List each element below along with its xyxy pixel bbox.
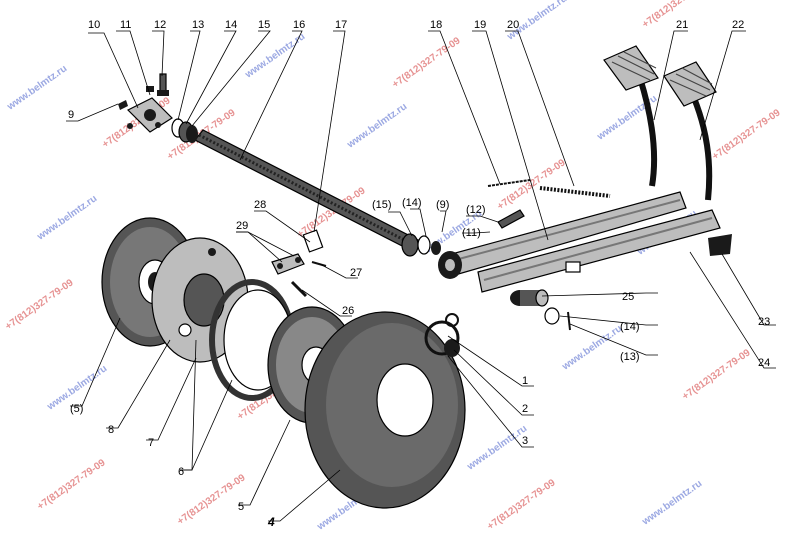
callout-3: 3 — [522, 435, 528, 447]
bushing-25 — [510, 289, 549, 307]
callout-12: 12 — [154, 19, 166, 31]
pin-9 — [118, 100, 128, 110]
pedal-21 — [603, 45, 659, 187]
watermark-phone: +7(812)327-79-09 — [35, 457, 107, 512]
pedal-arm-24 — [477, 209, 721, 293]
watermark-site: www.belmtz.ru — [640, 478, 705, 528]
fork-28 — [302, 229, 324, 253]
callout-14: 14 — [225, 19, 237, 31]
callout-4: 4 — [267, 515, 275, 529]
spring-20 — [539, 186, 611, 198]
callout-26: 26 — [342, 305, 354, 317]
link-29 — [271, 253, 305, 275]
callout-6: 6 — [178, 466, 184, 478]
callout-15-paren: (15) — [372, 199, 392, 211]
bolt-26 — [290, 280, 308, 298]
callout-22: 22 — [732, 19, 744, 31]
callout-8: 8 — [108, 424, 114, 436]
shaft-16 — [194, 129, 419, 251]
watermark-phone: +7(812)327-79-09 — [680, 347, 752, 402]
callout-29: 29 — [236, 220, 248, 232]
callout-20: 20 — [507, 19, 519, 31]
pin-27 — [311, 261, 327, 267]
clutch-housing-4 — [304, 311, 466, 509]
callout-15: 15 — [258, 19, 270, 31]
bolt-12 — [157, 73, 169, 96]
watermark-phone: +7(812)327-79-09 — [175, 472, 247, 527]
callout-1: 1 — [522, 375, 528, 387]
callout-23: 23 — [758, 316, 770, 328]
washer-14 — [544, 307, 560, 325]
watermark-site: www.belmtz.ru — [465, 423, 530, 473]
callout-21: 21 — [676, 19, 688, 31]
watermark-phone: +7(812)327-79-09 — [710, 107, 782, 162]
release-parts-1-2-3 — [424, 313, 460, 357]
callout-9-paren: (9) — [436, 199, 449, 211]
rings-13-14-15 — [171, 118, 198, 143]
callout-5-paren: (5) — [70, 403, 83, 415]
callout-9: 9 — [68, 109, 74, 121]
leader-lines — [66, 30, 776, 522]
callout-24: 24 — [758, 357, 770, 369]
callout-13: 13 — [192, 19, 204, 31]
watermark-site: www.belmtz.ru — [35, 193, 100, 243]
bolt-11 — [146, 86, 154, 92]
pedal-arm-19 — [438, 191, 687, 279]
bracket-10 — [126, 97, 173, 133]
callout-19: 19 — [474, 19, 486, 31]
bolt-12-right — [497, 209, 525, 229]
callout-10: 10 — [88, 19, 100, 31]
watermark-site: www.belmtz.ru — [345, 101, 410, 151]
callout-13-paren: (13) — [620, 351, 640, 363]
callout-18: 18 — [430, 19, 442, 31]
stop-block-23 — [708, 234, 732, 256]
callout-12-paren: (12) — [466, 204, 486, 216]
pedal-22 — [663, 61, 717, 201]
callout-14-paren-lower: (14) — [620, 321, 640, 333]
watermark-phone: +7(812)327-79-09 — [390, 35, 462, 90]
callout-17: 17 — [335, 19, 347, 31]
callout-5: 5 — [238, 501, 244, 513]
watermark-site: www.belmtz.ru — [243, 31, 308, 81]
watermark-site: www.belmtz.ru — [5, 63, 70, 113]
pin-13 — [567, 311, 571, 331]
callout-14-paren: (14) — [402, 197, 422, 209]
watermark-phone: +7(812)327-79-09 — [485, 477, 557, 532]
callout-11: 11 — [120, 19, 131, 31]
spring-18 — [487, 179, 531, 187]
callout-28: 28 — [254, 199, 266, 211]
callout-11-paren: (11) — [462, 227, 481, 239]
watermark-phone: +7(812)327-79-09 — [3, 277, 75, 332]
callout-27: 27 — [350, 267, 362, 279]
callout-16: 16 — [293, 19, 305, 31]
callout-25: 25 — [622, 291, 634, 303]
bushing-15-14 — [401, 233, 441, 257]
callout-7: 7 — [148, 437, 154, 449]
watermark-site: www.belmtz.ru — [560, 323, 625, 373]
callout-2: 2 — [522, 403, 528, 415]
callout-labels: 10 11 12 13 14 15 16 17 18 19 20 21 22 9… — [68, 19, 770, 529]
